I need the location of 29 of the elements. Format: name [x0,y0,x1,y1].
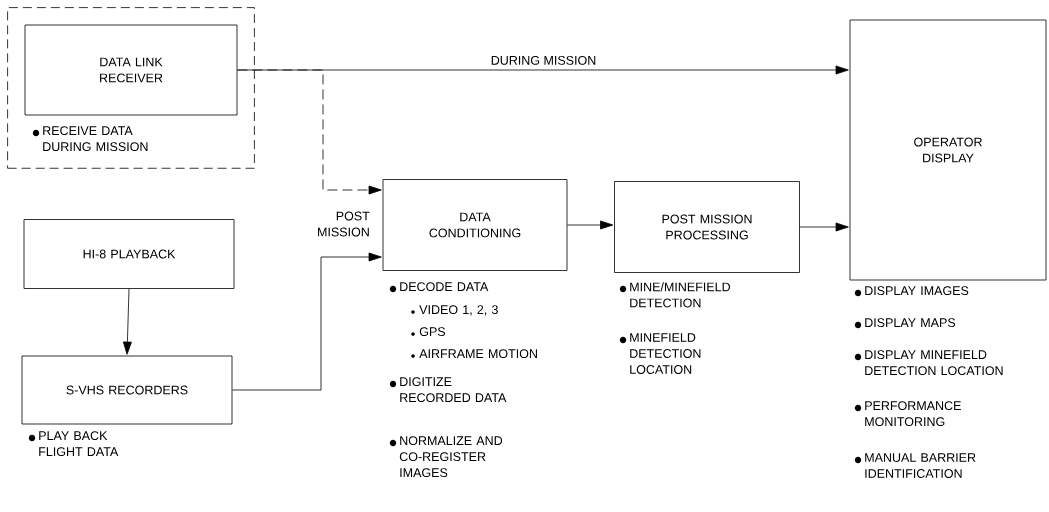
bullet-text: PERFORMANCE MONITORING [854,401,961,427]
bullet-text: PLAY BACK FLIGHT DATA [28,431,119,457]
arrow [567,220,614,230]
process-box: OPERATOR DISPLAY [849,19,1047,281]
bullet-text: DECODE DATA [389,282,489,293]
dashed-group-box [7,7,255,169]
bullet-text: DISPLAY MINEFIELD DETECTION LOCATION [854,350,1003,376]
bullet-text: NORMALIZE AND CO-REGISTER IMAGES [389,436,503,478]
process-box: DATA LINK RECEIVER [24,24,238,116]
process-box: DATA CONDITIONING [382,179,568,271]
bullet-text: DIGITIZE RECORDED DATA [389,377,507,403]
arrow [799,222,849,232]
edge-label: DURING MISSION [489,54,598,66]
bullet-text: DISPLAY MAPS [854,318,956,329]
process-box: HI-8 PLAYBACK [23,219,235,289]
bullet-text: RECEIVE DATA DURING MISSION [32,126,148,152]
arrow [232,252,382,391]
process-box: S-VHS RECORDERS [21,355,233,425]
bullet-text: AIRFRAME MOTION [411,349,537,359]
bullet-text: MINEFIELD DETECTION LOCATION [619,333,701,374]
bullet-text: VIDEO 1, 2, 3 [411,305,498,316]
flow-label: POST MISSION [318,211,370,237]
bullet-text: GPS [411,327,446,337]
bullet-text: MINE/MINEFIELD DETECTION [619,282,730,308]
arrow [122,288,132,355]
process-box: POST MISSION PROCESSING [614,181,800,273]
bullet-text: DISPLAY IMAGES [854,286,969,297]
bullet-text: MANUAL BARRIER IDENTIFICATION [854,453,976,478]
arrow [237,65,849,75]
